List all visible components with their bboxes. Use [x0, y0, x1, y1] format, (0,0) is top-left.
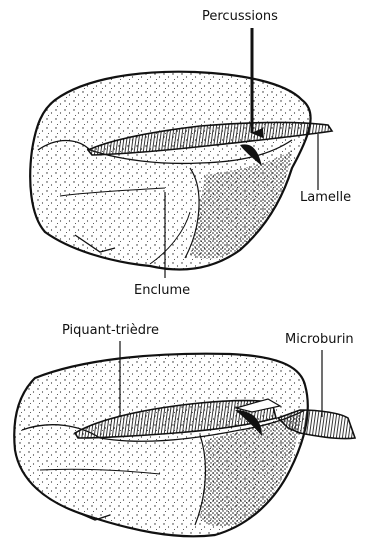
- anvil-top: [30, 72, 310, 270]
- label-enclume: Enclume: [134, 284, 190, 297]
- label-percussions: Percussions: [202, 10, 278, 23]
- label-microburin: Microburin: [285, 333, 354, 346]
- label-lamelle: Lamelle: [300, 191, 351, 204]
- label-piquant-triedre: Piquant-trièdre: [62, 324, 159, 337]
- anvil-bottom: [14, 354, 307, 537]
